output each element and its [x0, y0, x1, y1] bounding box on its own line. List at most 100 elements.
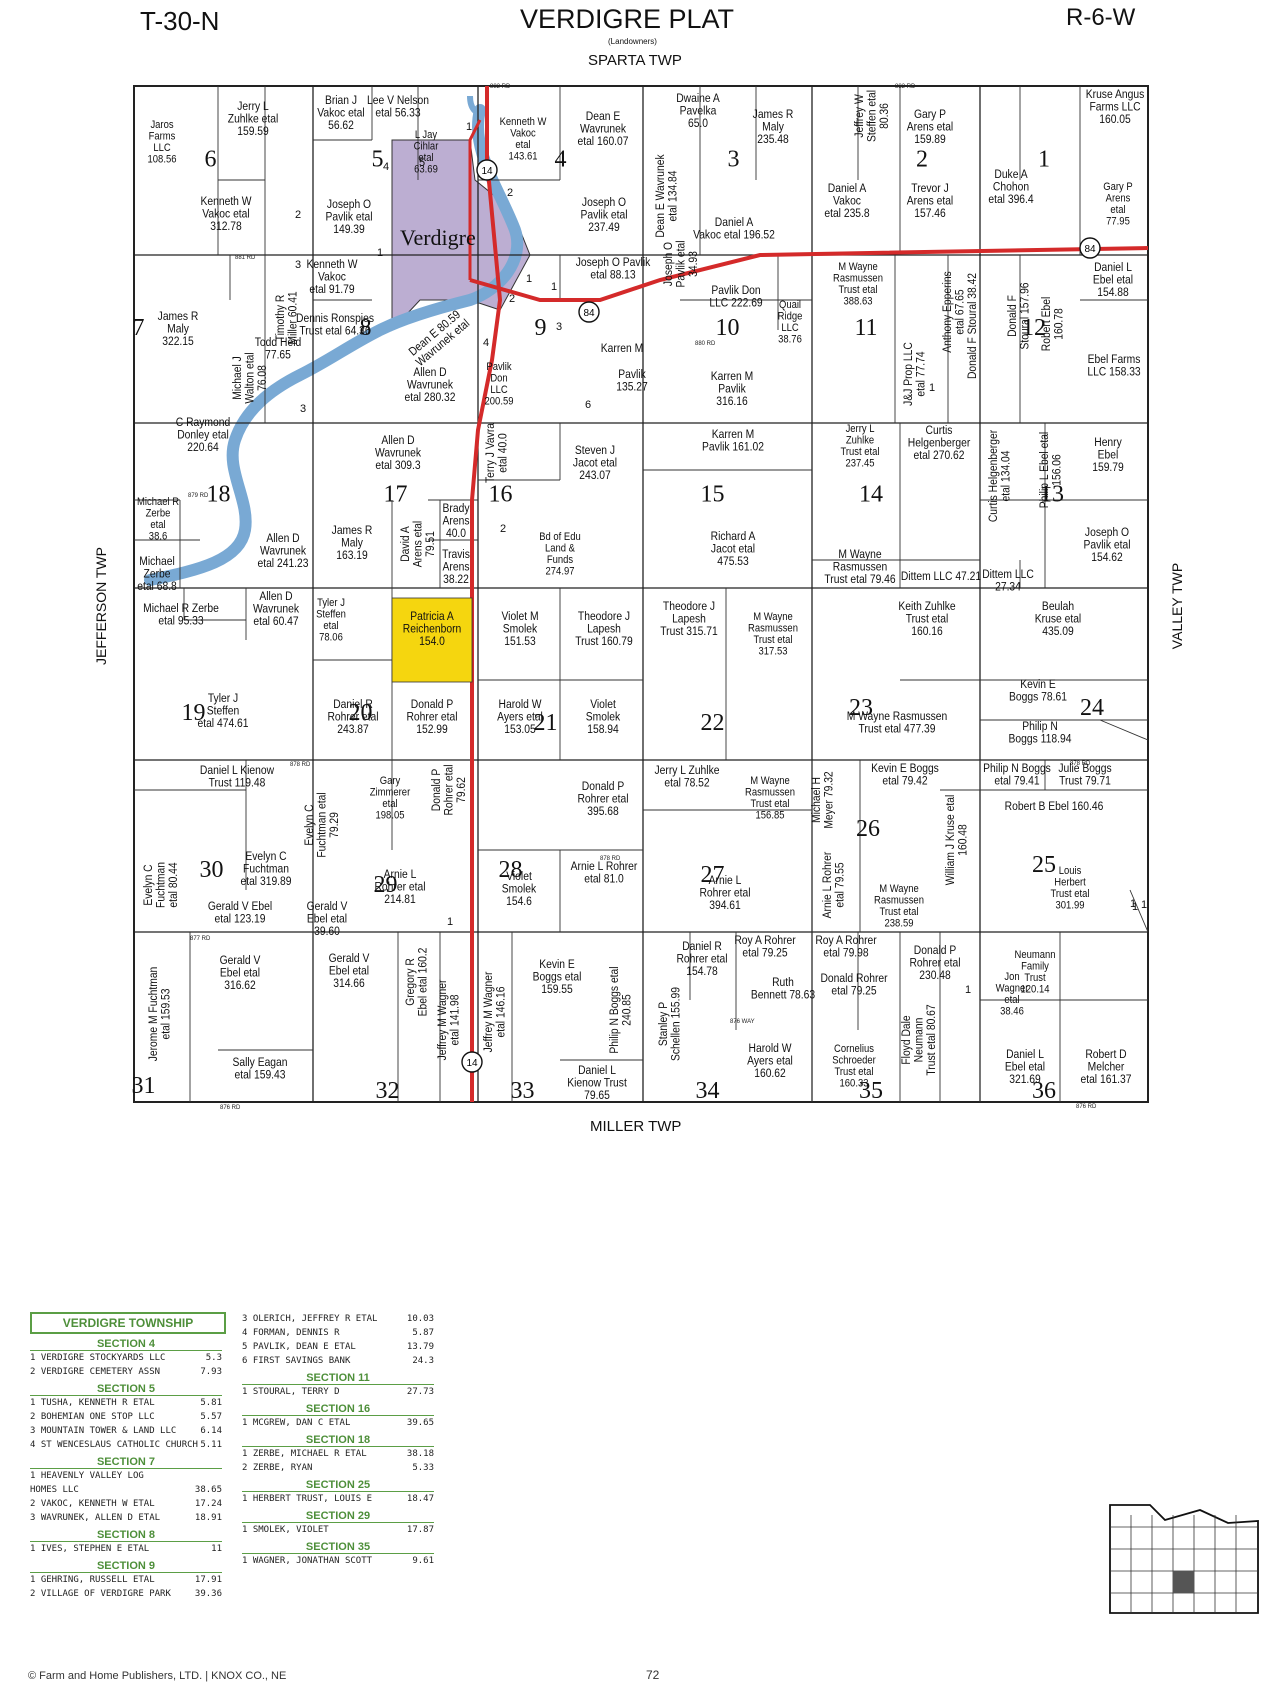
parcel-text: 395.68 [587, 806, 619, 819]
inset-township-marker [1173, 1571, 1194, 1593]
legend-owner: 1 HERBERT TRUST, LOUIS E [242, 1494, 373, 1504]
parcel-text: etal 159.43 [234, 1069, 285, 1082]
parcel-text: 80.36 [879, 103, 892, 129]
town-name: Verdigre [400, 225, 476, 250]
parcel-text: Arnie L [384, 868, 417, 881]
parcel-text: Trust 119.48 [209, 777, 266, 790]
parcel-text: Gary [380, 775, 401, 787]
parcel-text: Daniel L [1006, 1048, 1044, 1061]
parcel-text: etal 79.55 [834, 862, 847, 907]
parcel-text: Kevin E [539, 958, 575, 971]
section-number: 18 [207, 482, 231, 508]
parcel-text: Melcher [1088, 1061, 1125, 1074]
parcel-text: Trust etal 80.67 [926, 1004, 939, 1075]
parcel-text: Dean E Wavrunek [654, 154, 667, 238]
lot-number: 2 [500, 523, 506, 535]
copyright: © Farm and Home Publishers, LTD. | KNOX … [28, 1670, 287, 1682]
highlighted-parcel[interactable] [391, 597, 473, 683]
parcel-text: Jacot etal [711, 543, 755, 556]
parcel-text: Arnie L Rohrer [571, 860, 638, 873]
highway-number: 84 [583, 308, 595, 319]
lot-number: 3 [295, 259, 301, 271]
parcel-text: Boggs 118.94 [1009, 733, 1072, 746]
parcel-text: 108.56 [148, 154, 177, 166]
parcel-text: Herbert [1054, 877, 1086, 889]
parcel-text: LLC [490, 385, 508, 397]
parcel-text: 160.48 [957, 824, 970, 856]
map-subtitle: (Landowners) [608, 37, 657, 46]
parcel-text: Rohrer etal [443, 764, 456, 815]
parcel-text: Philip L Ebel etal [1038, 432, 1051, 508]
parcel-text: Arens [443, 561, 470, 574]
parcel-text: Maly [341, 537, 363, 550]
parcel-text: Kevin E [1020, 678, 1056, 691]
parcel-text: Joseph O [662, 242, 675, 286]
legend-acres: 39.36 [194, 1589, 222, 1599]
parcel-text: Vakoc etal 196.52 [693, 229, 775, 242]
parcel-text: Wavrunek [580, 123, 626, 136]
parcel-text: Rasmussen [874, 895, 924, 907]
road-label: 879 RD [188, 493, 209, 499]
parcel-text: Wavrunek [375, 447, 421, 460]
parcel-text: etal 81.0 [584, 873, 624, 886]
parcel-text: Richard A [711, 530, 756, 543]
legend-acres: 17.87 [406, 1525, 434, 1535]
parcel-text: 79.29 [329, 812, 342, 838]
parcel-text: 156.85 [756, 810, 785, 822]
legend-owner: 5 PAVLIK, DEAN E ETAL [242, 1342, 356, 1352]
parcel-text: Ebel etal [329, 965, 369, 978]
legend-owner: 3 OLERICH, JEFFREY R ETAL [242, 1314, 378, 1324]
parcel-label: Donald F Stoural 38.42 [966, 273, 979, 379]
parcel-text: LLC 158.33 [1087, 366, 1140, 379]
legend-owner: 2 VILLAGE OF VERDIGRE PARK [30, 1589, 171, 1599]
road-label: 878 RD [1070, 761, 1091, 767]
legend-acres: 17.91 [194, 1575, 222, 1585]
parcel-text: etal 396.4 [988, 194, 1033, 207]
parcel-text: Farms [149, 131, 176, 143]
parcel-text: 65.0 [688, 118, 708, 131]
parcel-text: Wagner [996, 983, 1029, 995]
section-number: 34 [696, 1078, 720, 1104]
parcel-text: Pavelka [680, 105, 717, 118]
legend-owner: HOMES LLC [30, 1485, 79, 1495]
section-number: 1 [1038, 147, 1050, 173]
parcel-text: Smolek [502, 883, 537, 896]
parcel-text: James R [753, 108, 794, 121]
county-outline [1109, 1504, 1259, 1614]
parcel-text: 394.61 [709, 900, 741, 913]
legend-section-header: SECTION 35 [242, 1537, 434, 1554]
parcel-text: Gerald V Ebel [208, 900, 272, 913]
lot-number: 1 [929, 382, 935, 394]
legend-owner: 1 MCGREW, DAN C ETAL [242, 1418, 351, 1428]
legend-owner: 2 VERDIGRE CEMETERY ASSN [30, 1367, 161, 1377]
parcel-text: 238.59 [885, 918, 914, 930]
legend-owner: 1 STOURAL, TERRY D [242, 1387, 340, 1397]
parcel-text: 77.65 [265, 349, 291, 362]
